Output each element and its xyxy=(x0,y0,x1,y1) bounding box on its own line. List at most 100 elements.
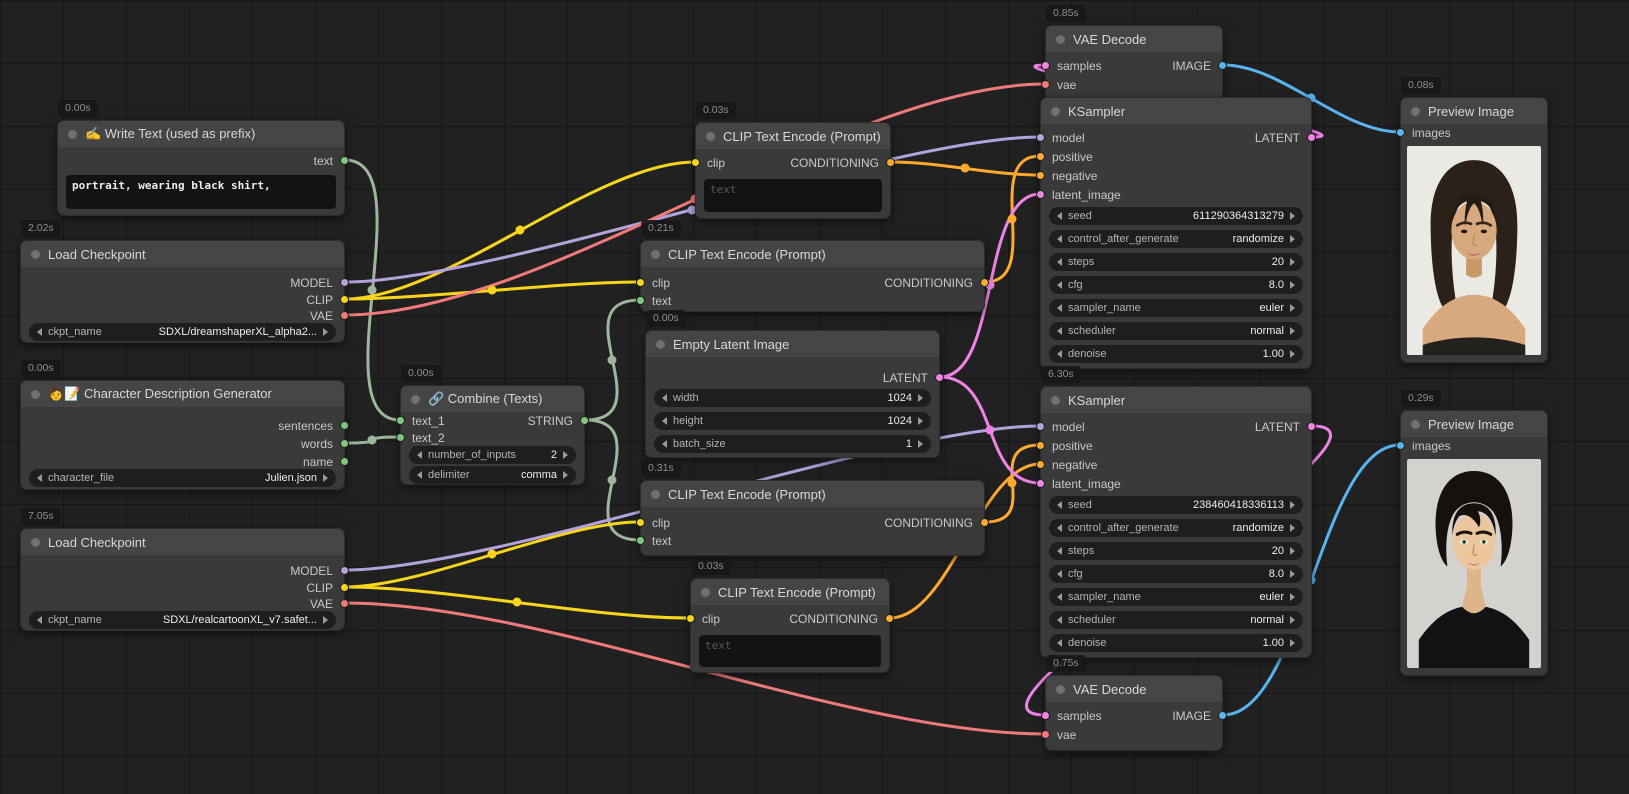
scheduler-widget[interactable]: scheduler normal xyxy=(1049,611,1303,629)
decrement-arrow-icon[interactable] xyxy=(1057,570,1062,578)
output-slot-sentences[interactable] xyxy=(340,421,349,430)
node-header[interactable]: KSampler xyxy=(1041,387,1311,413)
output-slot-conditioning[interactable] xyxy=(980,278,989,287)
decrement-arrow-icon[interactable] xyxy=(37,328,42,336)
input-slot-negative[interactable] xyxy=(1036,460,1045,469)
output-slot-image[interactable] xyxy=(1218,711,1227,720)
increment-arrow-icon[interactable] xyxy=(1290,235,1295,243)
increment-arrow-icon[interactable] xyxy=(323,328,328,336)
increment-arrow-icon[interactable] xyxy=(1290,327,1295,335)
batch-size-widget[interactable]: batch_size 1 xyxy=(654,435,931,453)
collapse-dot-icon[interactable] xyxy=(651,489,660,499)
collapse-dot-icon[interactable] xyxy=(31,537,40,547)
input-slot-samples[interactable] xyxy=(1041,61,1050,70)
node-header[interactable]: KSampler xyxy=(1041,98,1311,124)
collapse-dot-icon[interactable] xyxy=(1051,395,1060,405)
seed-widget[interactable]: seed 238460418336113 xyxy=(1049,496,1303,514)
collapse-dot-icon[interactable] xyxy=(1051,106,1060,116)
decrement-arrow-icon[interactable] xyxy=(1057,350,1062,358)
collapse-dot-icon[interactable] xyxy=(651,249,660,259)
input-slot-vae[interactable] xyxy=(1041,730,1050,739)
input-slot-images[interactable] xyxy=(1396,128,1405,137)
output-slot-vae[interactable] xyxy=(340,311,349,320)
ckpt-name-widget[interactable]: ckpt_name SDXL/realcartoonXL_v7.safet... xyxy=(29,611,336,629)
node-ksampler-1[interactable]: KSampler model LATENT positive negative … xyxy=(1036,97,1316,369)
input-slot-clip[interactable] xyxy=(686,614,695,623)
node-header[interactable]: ✍️ Write Text (used as prefix) xyxy=(58,121,344,147)
sampler-name-widget[interactable]: sampler_name euler xyxy=(1049,588,1303,606)
increment-arrow-icon[interactable] xyxy=(1290,350,1295,358)
node-load-checkpoint-1[interactable]: 2.02s Load Checkpoint MODEL CLIP VAE ckp… xyxy=(20,220,349,343)
input-slot-text1[interactable] xyxy=(396,416,405,425)
increment-arrow-icon[interactable] xyxy=(1290,616,1295,624)
decrement-arrow-icon[interactable] xyxy=(37,474,42,482)
cfg-widget[interactable]: cfg 8.0 xyxy=(1049,565,1303,583)
height-widget[interactable]: height 1024 xyxy=(654,412,931,430)
increment-arrow-icon[interactable] xyxy=(1290,547,1295,555)
output-slot-conditioning[interactable] xyxy=(980,518,989,527)
collapse-dot-icon[interactable] xyxy=(1411,419,1420,429)
input-slot-latent-image[interactable] xyxy=(1036,479,1045,488)
decrement-arrow-icon[interactable] xyxy=(1057,281,1062,289)
decrement-arrow-icon[interactable] xyxy=(662,440,667,448)
output-slot-text[interactable] xyxy=(340,156,349,165)
node-header[interactable]: 🔗 Combine (Texts) xyxy=(401,386,584,412)
input-slot-images[interactable] xyxy=(1396,441,1405,450)
collapse-dot-icon[interactable] xyxy=(1411,106,1420,116)
decrement-arrow-icon[interactable] xyxy=(37,616,42,624)
node-empty-latent-image[interactable]: 0.00s Empty Latent Image LATENT width 10… xyxy=(645,310,944,458)
output-slot-name[interactable] xyxy=(340,457,349,466)
node-header[interactable]: VAE Decode xyxy=(1046,676,1222,702)
increment-arrow-icon[interactable] xyxy=(323,616,328,624)
output-slot-words[interactable] xyxy=(340,439,349,448)
output-slot-latent[interactable] xyxy=(1307,133,1316,142)
delimiter-widget[interactable]: delimiter comma xyxy=(409,466,576,484)
output-slot-model[interactable] xyxy=(340,278,349,287)
collapse-dot-icon[interactable] xyxy=(701,587,710,597)
output-slot-string[interactable] xyxy=(580,416,589,425)
input-slot-vae[interactable] xyxy=(1041,80,1050,89)
decrement-arrow-icon[interactable] xyxy=(1057,304,1062,312)
input-slot-clip[interactable] xyxy=(636,518,645,527)
input-slot-positive[interactable] xyxy=(1036,441,1045,450)
increment-arrow-icon[interactable] xyxy=(918,440,923,448)
decrement-arrow-icon[interactable] xyxy=(417,471,422,479)
output-slot-conditioning[interactable] xyxy=(885,614,894,623)
node-header[interactable]: CLIP Text Encode (Prompt) xyxy=(641,241,984,267)
collapse-dot-icon[interactable] xyxy=(656,339,665,349)
node-vae-decode-1[interactable]: 0.85s VAE Decode samples IMAGE vae xyxy=(1041,5,1227,101)
increment-arrow-icon[interactable] xyxy=(323,474,328,482)
input-slot-clip[interactable] xyxy=(636,278,645,287)
decrement-arrow-icon[interactable] xyxy=(1057,235,1062,243)
scheduler-widget[interactable]: scheduler normal xyxy=(1049,322,1303,340)
node-header[interactable]: Load Checkpoint xyxy=(21,241,344,267)
node-vae-decode-2[interactable]: 0.75s VAE Decode samples IMAGE vae xyxy=(1041,655,1227,751)
input-slot-samples[interactable] xyxy=(1041,711,1050,720)
node-combine-texts[interactable]: 0.00s 🔗 Combine (Texts) text_1 STRING te… xyxy=(396,365,589,485)
node-clip-text-encode-positive-1[interactable]: 0.21s CLIP Text Encode (Prompt) clip CON… xyxy=(636,220,989,312)
collapse-dot-icon[interactable] xyxy=(68,129,77,139)
control-after-generate-widget[interactable]: control_after_generate randomize xyxy=(1049,519,1303,537)
node-load-checkpoint-2[interactable]: 7.05s Load Checkpoint MODEL CLIP VAE ckp… xyxy=(20,508,349,631)
increment-arrow-icon[interactable] xyxy=(563,471,568,479)
increment-arrow-icon[interactable] xyxy=(1290,639,1295,647)
decrement-arrow-icon[interactable] xyxy=(1057,501,1062,509)
collapse-dot-icon[interactable] xyxy=(31,389,40,399)
node-ksampler-2[interactable]: 6.30s KSampler model LATENT positive neg… xyxy=(1036,366,1316,658)
input-slot-model[interactable] xyxy=(1036,422,1045,431)
width-widget[interactable]: width 1024 xyxy=(654,389,931,407)
denoise-widget[interactable]: denoise 1.00 xyxy=(1049,634,1303,652)
collapse-dot-icon[interactable] xyxy=(706,131,715,141)
node-preview-image-1[interactable]: 0.08s Preview Image images xyxy=(1396,77,1548,363)
sampler-name-widget[interactable]: sampler_name euler xyxy=(1049,299,1303,317)
node-header[interactable]: Preview Image xyxy=(1401,98,1547,124)
output-slot-model[interactable] xyxy=(340,566,349,575)
increment-arrow-icon[interactable] xyxy=(1290,570,1295,578)
node-clip-text-encode-negative-2[interactable]: 0.03s CLIP Text Encode (Prompt) clip CON… xyxy=(686,558,894,673)
output-slot-clip[interactable] xyxy=(340,583,349,592)
decrement-arrow-icon[interactable] xyxy=(662,394,667,402)
node-character-description-generator[interactable]: 0.00s 🧑📝 Character Description Generator… xyxy=(20,360,349,490)
output-slot-conditioning[interactable] xyxy=(886,158,895,167)
decrement-arrow-icon[interactable] xyxy=(1057,258,1062,266)
collapse-dot-icon[interactable] xyxy=(31,249,40,259)
